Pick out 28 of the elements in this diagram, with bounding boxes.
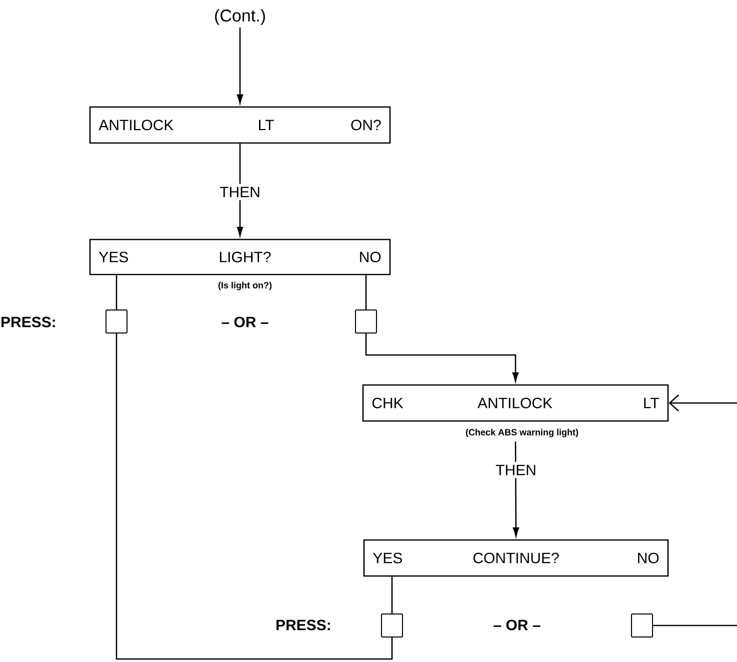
node-label: CHK [372,398,404,408]
instruction-label: – OR – [222,316,268,328]
press-button [106,310,128,334]
press-button [631,614,653,638]
node-label: YES [98,252,128,262]
process-box: YES LIGHT? NO [89,238,391,276]
press-button [381,614,403,638]
node-label: LIGHT? [220,252,271,262]
edge-label: THEN [492,462,540,478]
process-box: ANTILOCK LT ON? [89,106,391,144]
press-button [355,310,377,334]
arrow [668,394,737,412]
start-text: (Cont.) [215,9,265,25]
arrow [512,442,520,537]
instruction-label: PRESS: [276,620,330,630]
process-box: CHK ANTILOCK LT [362,384,669,422]
node-label: LT [644,398,660,408]
instruction-label: – OR – [494,620,540,630]
arrow [365,334,519,382]
node-label: NO [360,252,381,262]
edge-label: THEN [216,184,264,200]
instruction-label: PRESS: [2,316,55,328]
node-label: ANTILOCK [478,398,552,408]
process-box: YES CONTINUE? NO [363,539,669,577]
arrow [236,144,244,236]
caption-text: (Is light on?) [218,282,272,290]
caption-text: (Check ABS warning light) [466,428,578,438]
arrow [236,28,244,104]
